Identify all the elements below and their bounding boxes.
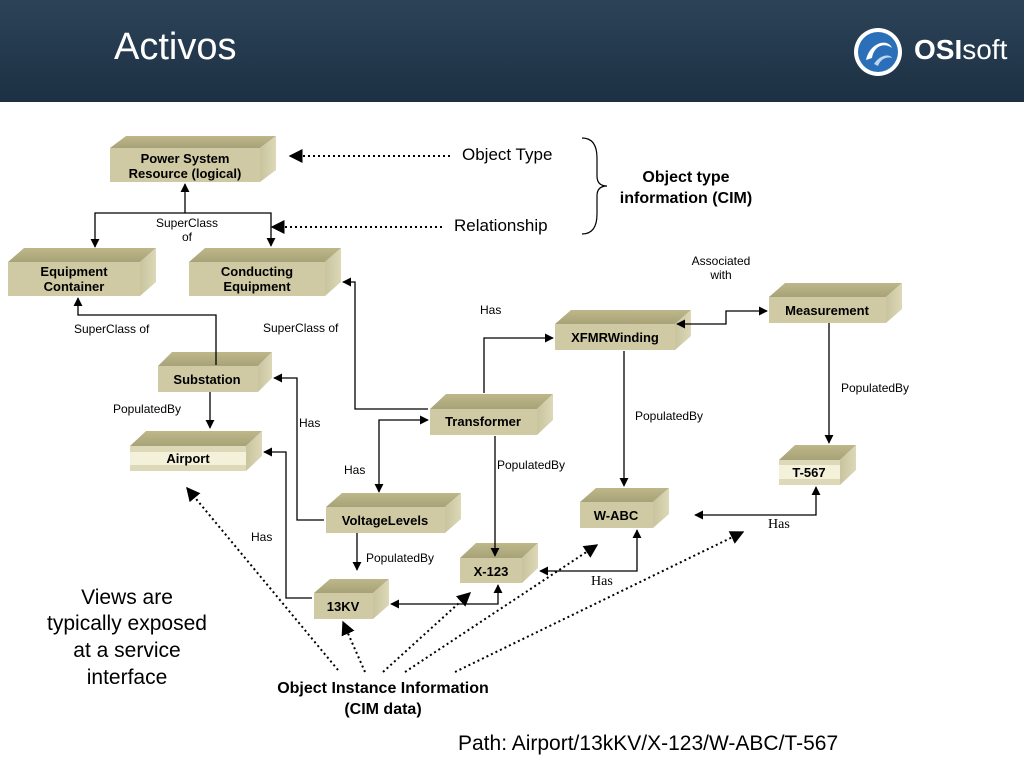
legend-relationship: Relationship <box>454 216 548 235</box>
edge-transformer-xfmr <box>483 333 554 393</box>
slide-header: Activos OSIsoft <box>0 0 1024 102</box>
edge-xfmr-measurement <box>676 306 768 329</box>
node-t567: T-567 <box>779 445 856 485</box>
instance-arrow-wabc <box>404 544 599 673</box>
note-views-2: typically exposed <box>47 612 207 635</box>
edge-wabc-t567 <box>694 486 821 520</box>
legend-object-type: Object Type <box>462 145 552 164</box>
node-t567-label: T-567 <box>792 465 825 480</box>
instance-arrow-airport <box>186 486 339 671</box>
instance-arrow-t567 <box>454 531 745 673</box>
node-power-system-label-2: Resource (logical) <box>129 166 242 181</box>
osisoft-logo: OSIsoft <box>852 24 1012 80</box>
node-x123: X-123 <box>460 543 538 583</box>
label-has-voltage-substation: Has <box>299 416 320 430</box>
label-has-airport-13kv: Has <box>251 530 272 544</box>
node-xfmr-winding-label: XFMRWinding <box>571 330 659 345</box>
node-substation-label: Substation <box>173 372 240 387</box>
node-power-system-label-1: Power System <box>141 151 230 166</box>
node-13kv-label: 13KV <box>327 599 360 614</box>
legend-cim-info-1: Object type <box>642 169 729 186</box>
instance-arrow-13kv <box>341 620 366 673</box>
logo-brand-bold: OSI <box>914 34 963 65</box>
node-13kv: 13KV <box>314 579 389 619</box>
node-x123-label: X-123 <box>474 564 509 579</box>
note-instance-info-2: (CIM data) <box>344 701 421 718</box>
label-populatedby-airport: PopulatedBy <box>113 402 181 416</box>
node-power-system-resource: Power System Resource (logical) <box>110 136 276 182</box>
note-views-3: at a service <box>73 639 180 662</box>
node-substation: Substation <box>158 352 272 392</box>
edge-substation-equipment-container <box>73 297 217 365</box>
node-conducting-equipment-label-2: Equipment <box>223 279 291 294</box>
node-wabc: W-ABC <box>580 488 669 528</box>
label-associated-1: Associated <box>692 254 751 268</box>
edge-transformer-voltage <box>374 415 429 493</box>
label-superclass-top-1: SuperClass <box>156 216 218 230</box>
node-conducting-equipment: Conducting Equipment <box>189 248 341 296</box>
note-path: Path: Airport/13kKV/X-123/W-ABC/T-567 <box>458 732 838 755</box>
label-superclass-left: SuperClass of <box>74 322 150 336</box>
node-transformer-label: Transformer <box>445 414 521 429</box>
node-measurement-label: Measurement <box>785 303 869 318</box>
label-populatedby-t567: PopulatedBy <box>841 381 909 395</box>
label-superclass-top-2: of <box>182 230 193 244</box>
node-measurement: Measurement <box>769 283 902 323</box>
node-airport-label: Airport <box>166 451 210 466</box>
label-superclass-right: SuperClass of <box>263 321 339 335</box>
edge-13kv-x123 <box>390 584 503 609</box>
label-has-x123-wabc: Has <box>591 574 613 589</box>
node-equipment-container-label-2: Container <box>44 279 105 294</box>
node-voltage-levels: VoltageLevels <box>326 493 461 533</box>
label-populatedby-x123: PopulatedBy <box>497 458 565 472</box>
edge-voltage-substation <box>273 373 324 521</box>
label-has-transformer-voltage: Has <box>344 463 365 477</box>
node-wabc-label: W-ABC <box>594 508 639 523</box>
label-has-wabc-t567: Has <box>768 517 790 532</box>
label-associated-2: with <box>709 268 731 282</box>
logo-brand-rest: soft <box>962 34 1008 65</box>
node-xfmr-winding: XFMRWinding <box>555 310 691 350</box>
note-views-4: interface <box>87 666 168 689</box>
node-transformer: Transformer <box>430 394 553 435</box>
label-has-xfmr: Has <box>480 303 501 317</box>
node-equipment-container-label-1: Equipment <box>40 264 108 279</box>
node-equipment-container: Equipment Container <box>8 248 156 296</box>
legend-cim-info-2: information (CIM) <box>620 190 752 207</box>
label-populatedby-wabc: PopulatedBy <box>635 409 703 423</box>
node-voltage-levels-label: VoltageLevels <box>342 513 428 528</box>
node-conducting-equipment-label-1: Conducting <box>221 264 293 279</box>
edge-transformer-conducting-equipment <box>342 277 428 410</box>
logo-wordmark: OSIsoft <box>914 34 1007 66</box>
legend-brace <box>581 137 608 235</box>
instance-arrow-x123 <box>382 592 472 673</box>
note-views-1: Views are <box>81 586 173 609</box>
node-airport: Airport <box>130 431 262 471</box>
label-populatedby-13kv: PopulatedBy <box>366 551 434 565</box>
edge-x123-wabc <box>539 529 642 576</box>
edge-13kv-airport <box>263 447 312 599</box>
note-instance-info-1: Object Instance Information <box>277 680 489 697</box>
slide-title: Activos <box>114 26 237 68</box>
logo-swirl-icon <box>854 28 902 76</box>
